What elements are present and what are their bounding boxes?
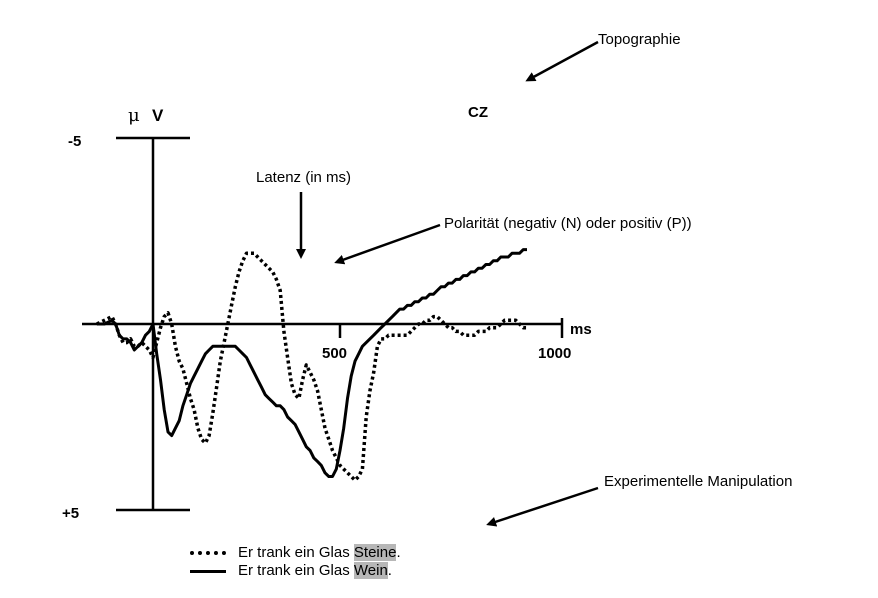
manipulation-label: Experimentelle Manipulation [604, 473, 792, 490]
series-line-dotted [96, 251, 527, 482]
x-unit-label: ms [570, 321, 592, 338]
legend-item-solid: Er trank ein Glas Wein. [190, 562, 401, 580]
legend-highlight-word: Wein [353, 562, 388, 579]
y-unit-letter: V [152, 106, 164, 125]
legend-highlight-word: Steine [353, 544, 397, 561]
latenz-label: Latenz (in ms) [256, 169, 351, 186]
manipulation-arrow [486, 486, 599, 527]
legend-prefix: Er trank ein Glas [238, 562, 354, 579]
series-layer [96, 248, 527, 482]
legend-suffix: . [396, 544, 401, 561]
legend-item-dotted: Er trank ein Glas Steine. [190, 544, 401, 562]
polaritaet-label: Polarität (negativ (N) oder positiv (P)) [444, 215, 692, 232]
y-unit-symbol: μ [128, 105, 140, 126]
series-line-solid [96, 248, 527, 478]
x-tick-label-1000: 1000 [538, 345, 571, 362]
y-tick-label-bottom: +5 [62, 505, 79, 522]
legend: Er trank ein Glas Steine. Er trank ein G… [190, 544, 401, 580]
legend-swatch-solid [190, 569, 226, 573]
legend-prefix: Er trank ein Glas [238, 544, 354, 561]
topographie-arrow [525, 40, 599, 82]
polaritaet-arrow [334, 223, 441, 265]
legend-suffix: . [387, 562, 392, 579]
legend-swatch-dotted [190, 551, 226, 556]
x-tick-label-500: 500 [322, 345, 347, 362]
topographie-label: Topographie [598, 31, 681, 48]
channel-label: CZ [468, 104, 488, 121]
y-tick-label-top: -5 [68, 133, 81, 150]
